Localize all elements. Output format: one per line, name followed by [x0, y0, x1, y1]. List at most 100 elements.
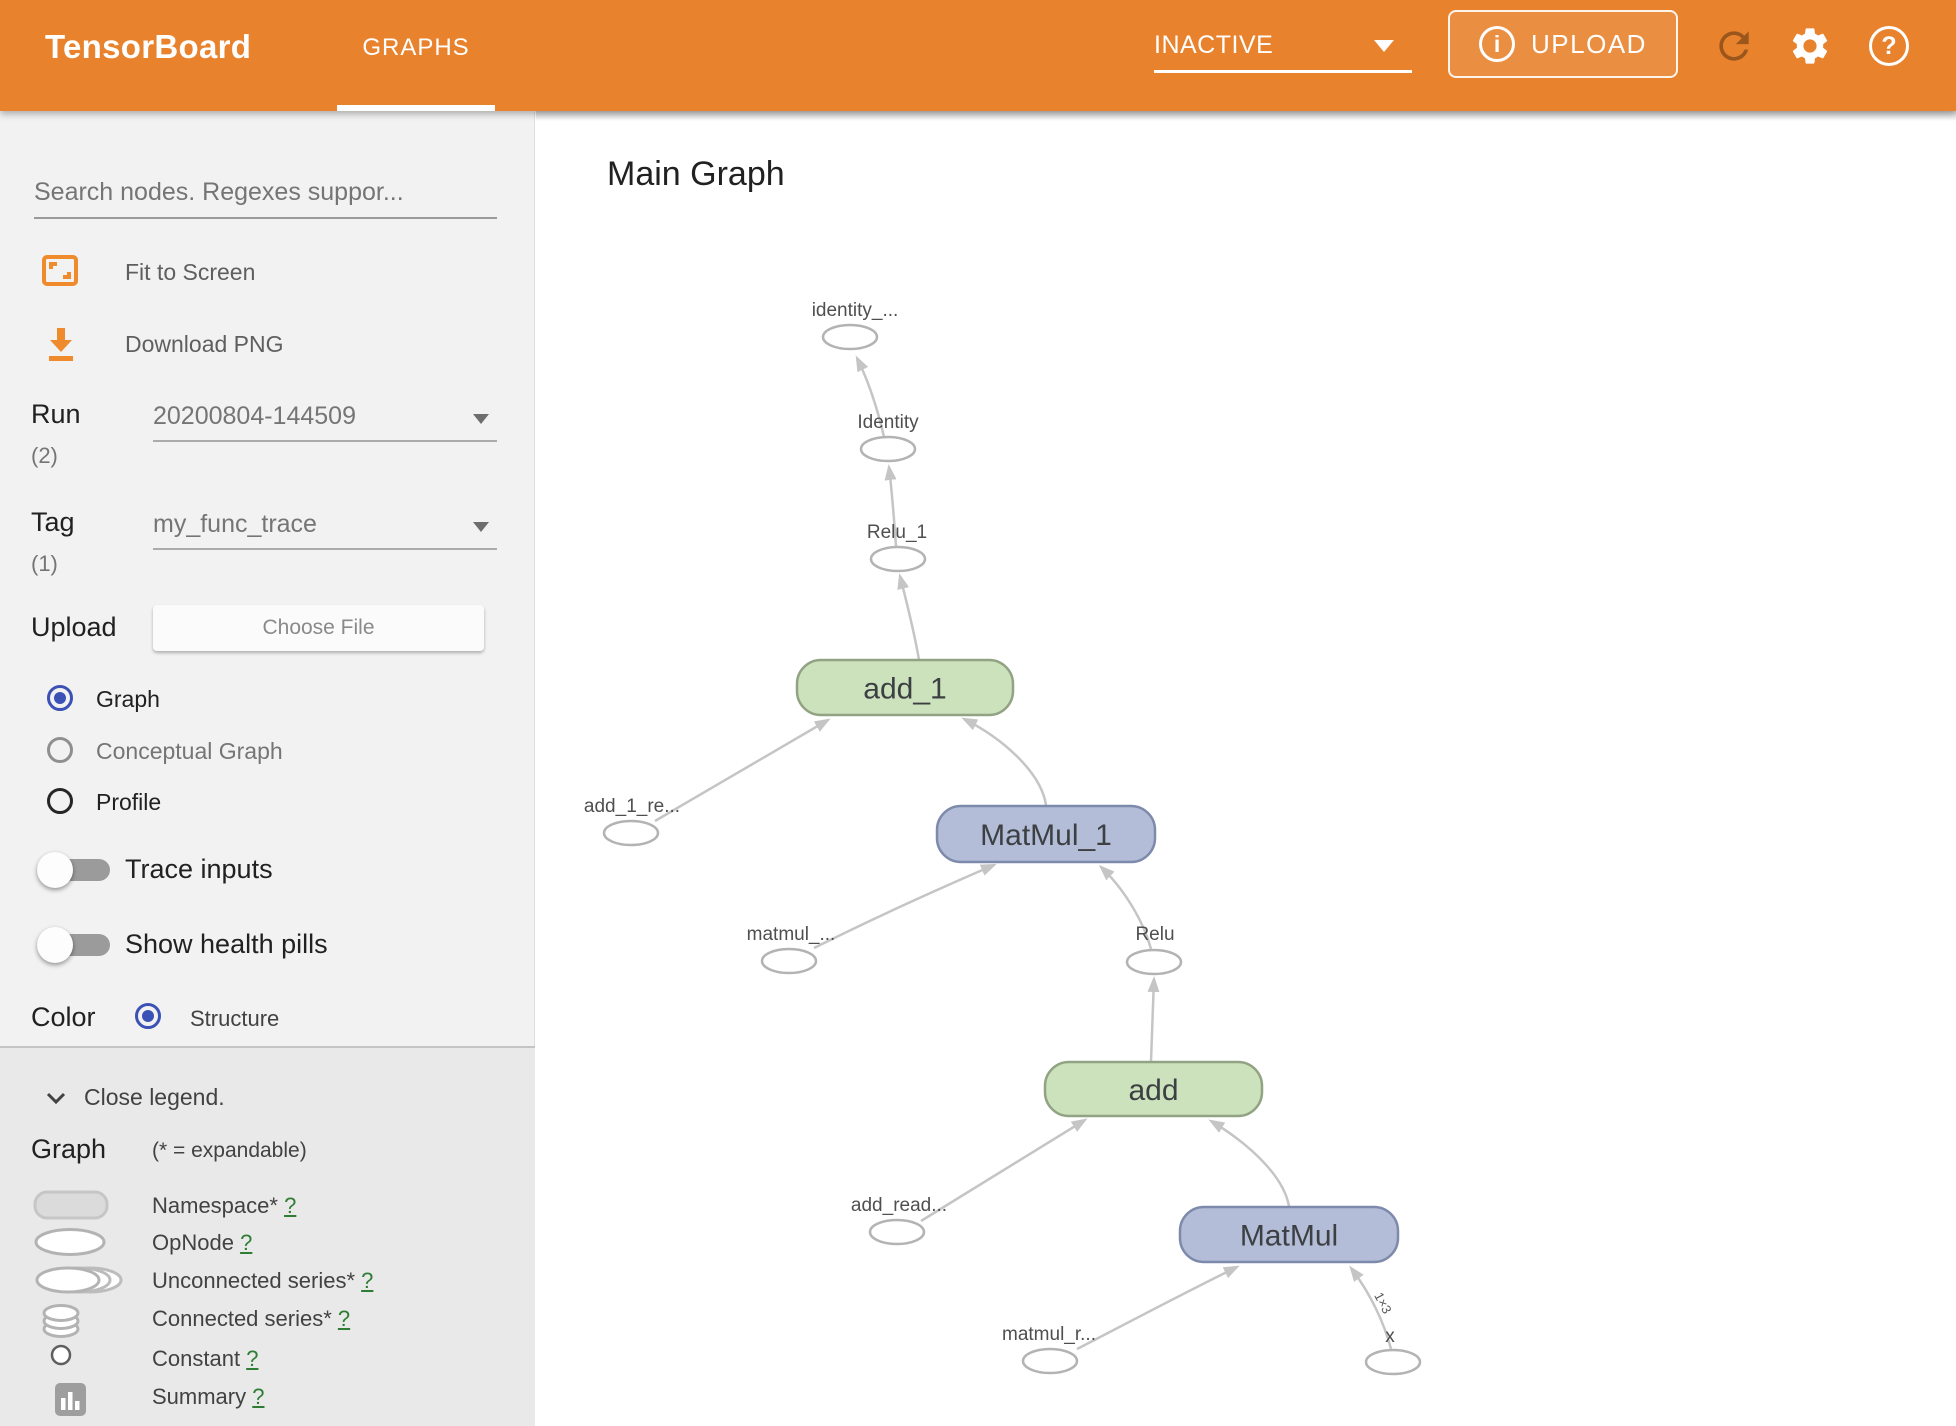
graph-edge: [855, 355, 886, 438]
gear-icon[interactable]: [1788, 24, 1832, 68]
radio-graph-label: Graph: [96, 686, 160, 712]
op-node-label-matmul-1-read: matmul_...: [747, 924, 836, 945]
edge-shape-label: 1×3: [1371, 1290, 1395, 1317]
legend-item-namespace: Namespace* ?: [0, 1190, 535, 1222]
graph-edge: [654, 718, 831, 823]
status-dropdown-value: INACTIVE: [1154, 31, 1274, 59]
op-node-x[interactable]: [1364, 1348, 1422, 1376]
page-title: Main Graph: [607, 155, 785, 193]
download-png-button[interactable]: Download PNG: [0, 321, 535, 369]
opnode-help-link[interactable]: ?: [240, 1230, 253, 1255]
graph-edge: [897, 573, 921, 661]
legend-connected-series-label: Connected series*: [152, 1306, 332, 1331]
radio-selected-icon: [135, 1003, 161, 1029]
op-node-label-add-read: add_read...: [851, 1195, 947, 1216]
op-node-label-relu: Relu: [1135, 924, 1174, 945]
op-node-label-x: x: [1385, 1326, 1395, 1347]
graph-edge: [1147, 976, 1160, 1062]
fit-to-screen-button[interactable]: Fit to Screen: [0, 249, 535, 297]
op-node-matmul-1-read[interactable]: [760, 947, 818, 975]
status-dropdown[interactable]: INACTIVE: [1154, 24, 1412, 74]
node-add[interactable]: [1043, 1060, 1264, 1118]
run-dropdown[interactable]: 20200804-144509: [153, 402, 497, 442]
unconnected-series-swatch-icon: [33, 1265, 129, 1300]
app-title: TensorBoard: [45, 28, 252, 65]
legend-panel: Close legend. Graph (* = expandable) Nam…: [0, 1046, 535, 1426]
op-node-relu[interactable]: [1125, 948, 1183, 976]
show-health-pills-toggle[interactable]: Show health pills: [0, 926, 535, 966]
radio-selected-icon: [47, 685, 73, 711]
op-node-add-read[interactable]: [868, 1218, 926, 1246]
op-node-label-identity-output: identity_...: [812, 300, 899, 321]
constant-help-link[interactable]: ?: [246, 1346, 259, 1371]
status-dropdown-underline: [1154, 70, 1412, 73]
radio-graph[interactable]: Graph: [0, 685, 535, 715]
app-header: TensorBoard GRAPHS INACTIVE i UPLOAD ?: [0, 0, 1956, 111]
close-legend-label: Close legend.: [84, 1084, 225, 1110]
choose-file-button[interactable]: Choose File: [153, 605, 484, 651]
op-node-identity[interactable]: [859, 435, 917, 463]
show-health-pills-label: Show health pills: [125, 929, 328, 959]
node-add-1[interactable]: [795, 658, 1015, 717]
opnode-swatch-icon: [33, 1227, 109, 1262]
namespace-help-link[interactable]: ?: [284, 1193, 297, 1218]
tab-graphs-label: GRAPHS: [362, 34, 470, 61]
summary-help-link[interactable]: ?: [252, 1384, 265, 1409]
chevron-down-icon: [1374, 40, 1394, 52]
connected-series-help-link[interactable]: ?: [337, 1306, 351, 1331]
radio-unselected-icon: [47, 737, 73, 763]
graph-edge: [813, 863, 997, 950]
search-input[interactable]: [34, 167, 497, 219]
connected-series-swatch-icon: [41, 1303, 85, 1346]
download-png-label: Download PNG: [125, 331, 284, 357]
graph-edge: [920, 1118, 1088, 1223]
legend-summary-label: Summary: [152, 1384, 247, 1409]
graph-edge: [1098, 864, 1153, 950]
op-node-label-relu-1: Relu_1: [867, 522, 927, 543]
op-node-identity-output[interactable]: [821, 323, 879, 351]
graph-edge: [961, 717, 1048, 806]
legend-item-opnode: OpNode ?: [0, 1227, 535, 1259]
toggle-thumb: [37, 927, 73, 963]
op-node-matmul-read[interactable]: [1021, 1347, 1079, 1375]
op-node-label-add-1-read: add_1_re...: [584, 796, 680, 817]
run-dropdown-value: 20200804-144509: [153, 402, 356, 430]
legend-unconnected-series-label: Unconnected series*: [152, 1268, 356, 1293]
legend-item-constant: Constant ?: [0, 1343, 535, 1375]
run-count: (2): [31, 443, 58, 468]
refresh-icon[interactable]: [1712, 24, 1756, 68]
op-node-label-identity: Identity: [857, 412, 919, 433]
color-structure-label: Structure: [190, 1006, 280, 1031]
constant-swatch-icon: [49, 1343, 75, 1374]
fit-to-screen-icon: [41, 253, 79, 294]
chevron-down-icon: [473, 522, 489, 532]
help-icon[interactable]: ?: [1869, 26, 1909, 66]
tag-label: Tag: [31, 507, 75, 537]
trace-inputs-toggle[interactable]: Trace inputs: [0, 851, 535, 891]
color-label: Color: [31, 1002, 96, 1032]
op-node-relu-1[interactable]: [869, 545, 927, 573]
legend-constant-label: Constant: [152, 1346, 241, 1371]
tag-count: (1): [31, 551, 58, 576]
upload-button[interactable]: i UPLOAD: [1448, 10, 1678, 78]
trace-inputs-label: Trace inputs: [125, 854, 273, 884]
legend-opnode-label: OpNode: [152, 1230, 234, 1255]
node-label-matmul-1: MatMul_1: [980, 819, 1112, 852]
unconnected-series-help-link[interactable]: ?: [361, 1268, 374, 1293]
radio-profile[interactable]: Profile: [0, 788, 535, 818]
tab-graphs[interactable]: GRAPHS: [337, 0, 495, 111]
tag-dropdown[interactable]: my_func_trace: [153, 510, 497, 550]
op-node-add-1-read[interactable]: [602, 819, 660, 847]
legend-item-connected-series: Connected series* ?: [0, 1303, 535, 1338]
download-icon: [45, 325, 77, 368]
run-label: Run: [31, 399, 81, 429]
node-label-add-1: add_1: [863, 673, 946, 706]
node-matmul[interactable]: [1178, 1205, 1400, 1264]
tab-active-underline: [337, 105, 495, 111]
tag-dropdown-value: my_func_trace: [153, 510, 317, 538]
chevron-down-icon: [46, 1092, 66, 1105]
radio-conceptual-graph[interactable]: Conceptual Graph: [0, 737, 535, 767]
node-matmul-1[interactable]: [935, 804, 1157, 864]
radio-color-structure[interactable]: Structure: [0, 1003, 535, 1033]
graph-edge: [884, 464, 898, 547]
